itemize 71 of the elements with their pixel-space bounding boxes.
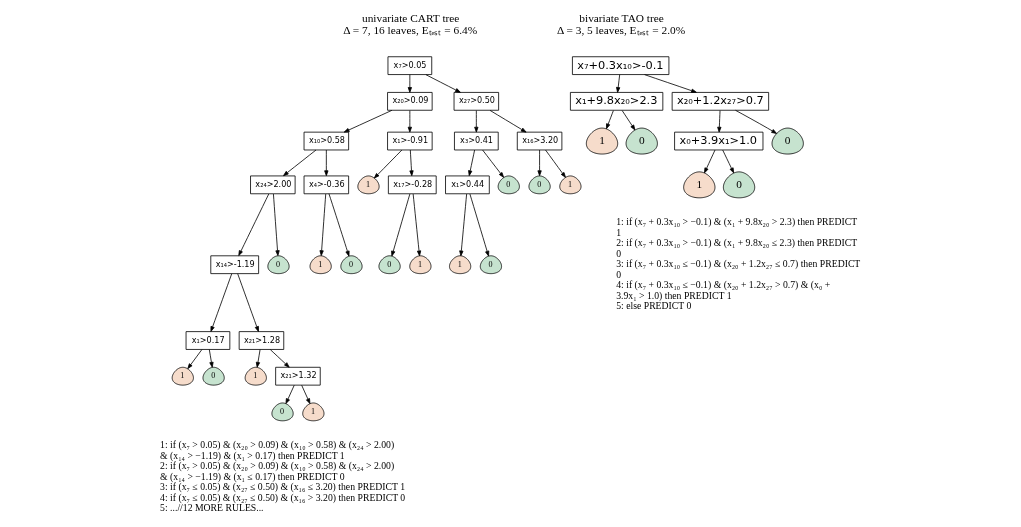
- node-box: x₁₀>0.58: [303, 131, 349, 151]
- arrow: [716, 110, 721, 133]
- arrow: [373, 149, 402, 179]
- label: Δ = 3, 5 leaves, Eₜₑₛₜ = 2.0%: [556, 24, 685, 37]
- arrow: [282, 149, 316, 177]
- node-box: x₁₆>3.20: [516, 131, 562, 151]
- node-box: x₇>0.05: [387, 56, 432, 75]
- node-box: x₂₇>0.50: [453, 92, 499, 111]
- arrow: [407, 110, 412, 133]
- arrow: [319, 193, 326, 256]
- arrow: [408, 149, 414, 177]
- arrow: [615, 74, 620, 93]
- node-box: x₄>-0.36: [303, 175, 349, 195]
- arrow: [643, 74, 697, 93]
- arrow: [272, 193, 280, 256]
- node-box: x₁>-0.91: [386, 131, 433, 151]
- arrow: [473, 110, 478, 133]
- label: 2: if (x₇ > 0.05) & (x₂₀ > 0.09) & (x₁₀ > 0.58) & (x₂₄ > 2.00) & (x₁₄ > −1.19) & (x₁ ≤ 0.17) then PREDICT 0: [159, 460, 394, 482]
- arrow: [489, 110, 526, 133]
- node-box: x₂₀+1.2x₂₇>0.7: [671, 92, 769, 111]
- label: 1: if (x₇ > 0.05) & (x₂₀ > 0.09) & (x₁₀ > 0.58) & (x₂₄ > 2.00) & (x₁₄ > −1.19) & (x₁ > 0.17) then PREDICT 1: [159, 439, 394, 461]
- arrow: [210, 273, 232, 332]
- arrow: [412, 193, 421, 257]
- arrow: [237, 193, 269, 256]
- label: 3: if (x₇ ≤ 0.05) & (x₂₇ ≤ 0.50) & (x₁₆ ≤ 3.20) then PREDICT 1: [159, 481, 405, 493]
- arrow: [236, 273, 259, 332]
- arrow: [605, 110, 614, 130]
- label: 2: if (x₇ + 0.3x₁₀ > −0.1) & (x₁ + 9.8x₂₀ ≤ 2.3) then PREDICT 0: [615, 237, 857, 259]
- label: univariate CART tree: [361, 12, 459, 25]
- node-box: x₂₄>2.00: [249, 175, 295, 195]
- arrow: [469, 193, 489, 257]
- arrow: [343, 109, 392, 133]
- arrow: [407, 74, 412, 93]
- node-box: x₂₁>1.28: [238, 331, 284, 350]
- label: 4: if (x₇ ≤ 0.05) & (x₂₇ ≤ 0.50) & (x₁₆ > 3.20) then PREDICT 0: [159, 491, 405, 503]
- label: Δ = 7, 16 leaves, Eₜₑₛₜ = 6.4%: [342, 24, 477, 37]
- arrow: [458, 193, 467, 257]
- node-box: x₂₁>1.32: [274, 366, 321, 386]
- arrow: [621, 110, 635, 131]
- arrow: [300, 384, 310, 404]
- label: bivariate TAO tree: [578, 12, 664, 25]
- arrow: [390, 193, 410, 257]
- arrow: [734, 109, 777, 134]
- arrow: [208, 349, 214, 368]
- arrow: [328, 193, 350, 257]
- node-box: x₁>0.44: [444, 175, 490, 195]
- arrow: [703, 149, 715, 174]
- label: 1: if (x₇ + 0.3x₁₀ > −0.1) & (x₁ + 9.8x₂₀ > 2.3) then PREDICT 1: [615, 216, 857, 238]
- arrow: [536, 149, 542, 177]
- arrow: [467, 149, 475, 177]
- label: 3: if (x₇ + 0.3x₁₀ ≤ −0.1) & (x₂₀ + 1.2x₂₇ ≤ 0.7) then PREDICT 0: [615, 258, 860, 280]
- label: 4: if (x₇ + 0.3x₁₀ ≤ −0.1) & (x₂₀ + 1.2x₂₇ > 0.7) & (x₀ + 3.9x₁ > 1.0) then PREDICT 1: [615, 279, 830, 301]
- arrow: [544, 149, 566, 178]
- node-box: x₁₄>-1.19: [209, 255, 259, 275]
- arrow: [425, 74, 461, 93]
- node-box: x₃>0.41: [453, 131, 499, 151]
- arrow: [255, 349, 260, 368]
- arrow: [269, 349, 290, 368]
- node-box: x₁+9.8x₂₀>2.3: [569, 92, 663, 111]
- arrow: [285, 384, 295, 404]
- arrow: [481, 149, 504, 178]
- arrow: [323, 149, 328, 177]
- label: 5: ...//12 MORE RULES...: [159, 502, 264, 514]
- arrow: [721, 149, 734, 174]
- label: 5: else PREDICT 0: [615, 300, 691, 312]
- node-box: x₁₇>-0.28: [387, 175, 437, 195]
- node-box: x₁>0.17: [185, 331, 230, 350]
- node-box: x₇+0.3x₁₀>-0.1: [571, 56, 669, 75]
- node-box: x₀+3.9x₁>1.0: [673, 131, 763, 151]
- node-box: x₂₀>0.09: [386, 92, 433, 111]
- arrow: [186, 349, 202, 369]
